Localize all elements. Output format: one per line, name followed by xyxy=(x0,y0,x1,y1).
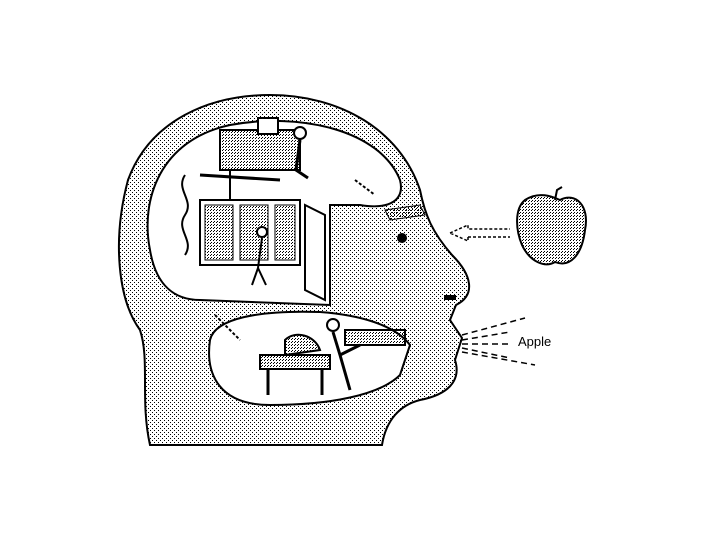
eye xyxy=(384,204,426,221)
apple-icon xyxy=(516,186,587,266)
nostril xyxy=(444,295,456,300)
arrow-internal-1 xyxy=(354,179,376,196)
desk-worker-bottom xyxy=(259,318,406,395)
speech-label: Apple xyxy=(518,334,552,349)
desk-worker-top xyxy=(199,117,309,200)
pupil xyxy=(397,233,407,243)
arrow-apple-to-eye xyxy=(449,223,510,243)
arrow-internal-2 xyxy=(214,314,241,341)
filing-room xyxy=(181,174,326,302)
speech-lines xyxy=(461,317,536,366)
